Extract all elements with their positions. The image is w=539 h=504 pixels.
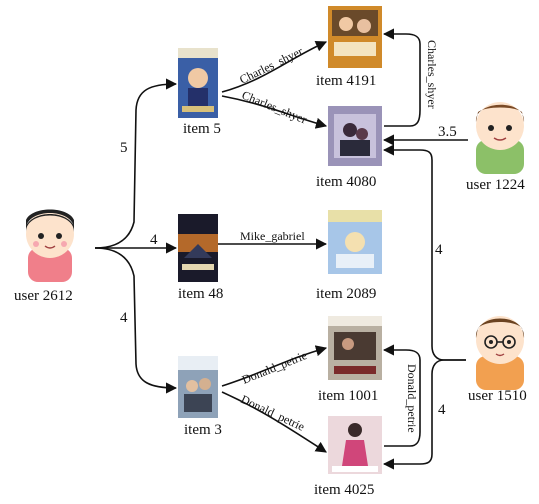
poster-item-5[interactable] (178, 48, 218, 118)
poster-item-2089[interactable] (328, 210, 382, 274)
edge-i3-i4025 (221, 391, 327, 453)
relation-i3-i4025: Donald_petrie (239, 392, 307, 434)
edge-i5-i4191 (221, 40, 328, 93)
edges (94, 28, 468, 470)
edge-i4080-i4191 (382, 28, 421, 127)
relation-i4080-i4191: Charles_shyer (425, 40, 439, 109)
relation-i3-i1001: Donald_petrie (240, 348, 309, 387)
rating-u1224-i4080: 3.5 (438, 124, 457, 140)
rating-labels: 5 4 4 3.5 4 4 (120, 124, 457, 418)
label-item-3: item 3 (184, 422, 222, 438)
relation-i5-i4191: Charles_shyer (237, 44, 305, 87)
poster-item-48[interactable] (178, 214, 218, 282)
edge-u2612-i3 (94, 247, 178, 394)
edge-i5-i4080 (221, 95, 328, 129)
poster-item-4025[interactable] (328, 416, 382, 474)
label-user-1510: user 1510 (468, 388, 527, 404)
rating-u2612-i3: 4 (120, 310, 128, 326)
rating-u2612-i48: 4 (150, 232, 158, 248)
relation-i5-i4080: Charles_shyer (240, 88, 309, 127)
poster-item-4080[interactable] (328, 106, 382, 166)
rating-u1510-i4080: 4 (435, 242, 443, 258)
label-user-1224: user 1224 (466, 177, 525, 193)
label-item-4191: item 4191 (316, 73, 376, 89)
relation-i48-i2089: Mike_gabriel (240, 229, 305, 243)
label-item-2089: item 2089 (316, 286, 376, 302)
relation-i4025-i1001: Donald_petrie (405, 364, 419, 433)
edge-u1510-i4080 (382, 144, 466, 361)
rating-u1510-i4025: 4 (438, 402, 446, 418)
avatar-user-2612[interactable] (26, 209, 74, 283)
poster-item-4191[interactable] (328, 6, 382, 68)
label-item-5: item 5 (183, 121, 221, 137)
poster-item-1001[interactable] (328, 316, 382, 380)
avatar-user-1510[interactable] (475, 316, 525, 390)
edge-u1510-i4025 (382, 359, 466, 470)
rating-u2612-i5: 5 (120, 140, 128, 156)
edge-i3-i1001 (221, 345, 328, 387)
label-item-4080: item 4080 (316, 174, 376, 190)
label-item-1001: item 1001 (318, 388, 378, 404)
edge-u2612-i5 (94, 78, 178, 249)
poster-item-3[interactable] (178, 356, 218, 418)
label-item-48: item 48 (178, 286, 223, 302)
edge-i4025-i1001 (382, 344, 421, 447)
avatar-user-1224[interactable] (475, 102, 525, 174)
label-item-4025: item 4025 (314, 482, 374, 498)
label-user-2612: user 2612 (14, 288, 73, 304)
